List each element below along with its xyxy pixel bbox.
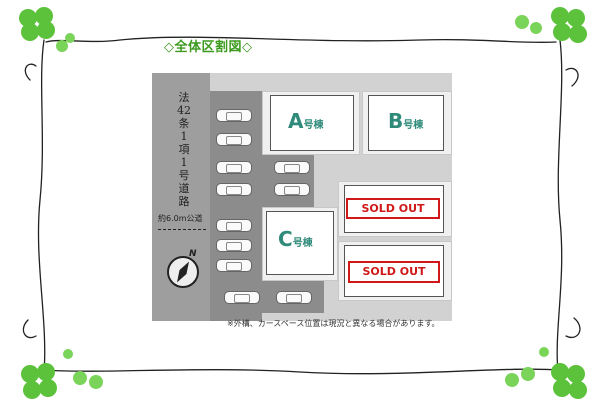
house-a [270, 95, 354, 151]
public-road: 法42条1項1号道路 約6.0m公道 N [152, 73, 210, 321]
house-b [368, 95, 444, 151]
car-icon [216, 161, 252, 174]
car-icon [216, 133, 252, 146]
sold-out-badge-d: SOLD OUT [346, 198, 440, 219]
car-icon [216, 219, 252, 232]
car-icon [276, 291, 312, 304]
car-icon [274, 161, 310, 174]
car-icon [216, 259, 252, 272]
compass-north-label: N [189, 249, 197, 259]
car-icon [216, 239, 252, 252]
car-icon [216, 109, 252, 122]
road-width-arrow [158, 229, 206, 230]
sold-out-badge-e: SOLD OUT [348, 261, 440, 283]
clover-top-right [515, 7, 587, 43]
clover-bottom-right [505, 347, 587, 399]
road-name: 法42条1項1号道路 [177, 91, 191, 208]
road-width: 約6.0m公道 [158, 214, 203, 223]
house-b-label: B号棟 [388, 109, 424, 133]
clover-bottom-left [21, 349, 103, 399]
house-c-label: C号棟 [278, 227, 313, 251]
house-a-label: A号棟 [288, 109, 324, 133]
page-title: ◇全体区割図◇ [164, 40, 253, 55]
car-icon [216, 183, 252, 196]
car-icon [274, 183, 310, 196]
compass-icon [167, 256, 199, 288]
site-plan: 法42条1項1号道路 約6.0m公道 N A号棟 B号棟 C号棟 D号棟 SOL… [152, 73, 452, 321]
car-icon [224, 291, 260, 304]
house-c [266, 211, 334, 275]
disclaimer-note: ※外構、カースペース位置は現況と異なる場合があります。 [227, 319, 440, 328]
clover-top-left [19, 7, 75, 52]
